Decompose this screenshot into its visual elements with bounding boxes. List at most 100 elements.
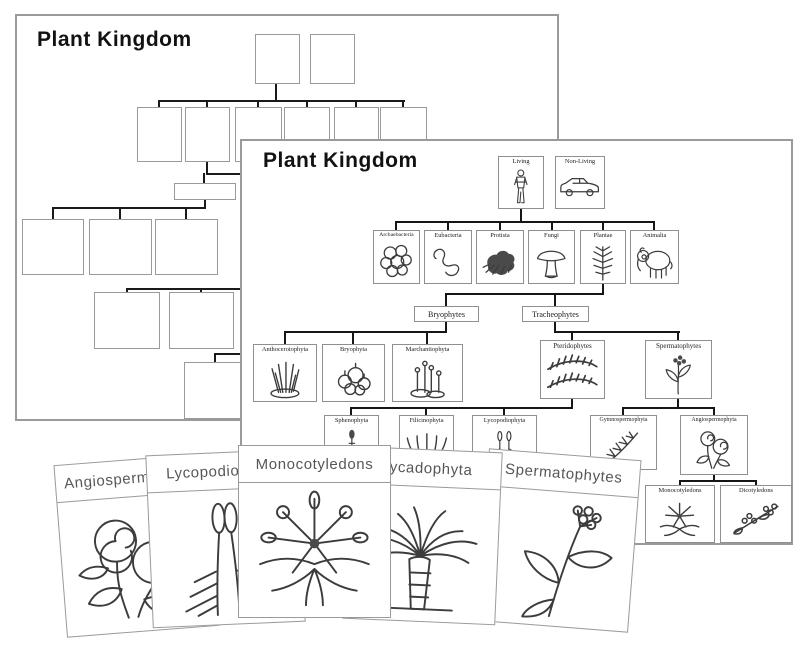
connector-line	[119, 207, 121, 219]
hornwort-icon	[254, 355, 316, 401]
connector-line	[571, 331, 573, 340]
node-tracheophytes: Tracheophytes	[522, 306, 589, 322]
card-monocotyledons: Monocotyledons	[238, 445, 391, 618]
connector-line	[445, 322, 447, 331]
mushroom-icon	[529, 241, 574, 283]
node-dicotyledons-label: Dicotyledons	[738, 487, 774, 494]
connector-line	[554, 331, 680, 333]
connector-line	[622, 407, 715, 409]
connector-line	[551, 221, 553, 230]
dicot-branch-card-icon	[477, 486, 638, 631]
connector-line	[395, 221, 397, 230]
connector-line	[395, 221, 655, 223]
node-bryophyta-label: Bryophyta	[340, 346, 367, 353]
connector-line	[713, 475, 715, 480]
card-cycadophyta: Cycadophyta	[342, 445, 503, 626]
node-anthocerotophyta: Anthocerotophyta	[253, 344, 317, 402]
spiral-bacterium-icon	[425, 241, 471, 283]
flowering-plant-icon	[646, 352, 711, 399]
fern-icon	[581, 241, 625, 283]
dicot-flowers-icon	[721, 496, 791, 542]
node-pteridophytes-label: Pteridophytes	[553, 342, 592, 350]
node-pteridophytes: Pteridophytes	[540, 340, 605, 399]
connector-line	[204, 200, 206, 207]
connector-line	[755, 480, 757, 485]
connector-line	[571, 399, 573, 407]
connector-line	[679, 480, 681, 485]
connector-line	[214, 353, 247, 355]
node-eubacteria-label: Eubacteria	[434, 232, 462, 239]
blank-box	[89, 219, 152, 275]
blank-box	[310, 34, 355, 84]
node-gymnospermophyta-label: Gymnospermophyta	[599, 417, 648, 423]
connector-line	[520, 209, 522, 221]
connector-line	[713, 407, 715, 415]
node-angiospermophyta-label: Angiospermophyta	[691, 417, 737, 423]
node-bryophytes-label: Bryophytes	[428, 309, 465, 319]
connector-line	[52, 207, 206, 209]
connector-line	[200, 288, 202, 294]
person-icon	[499, 167, 543, 208]
node-anthocerotophyta-label: Anthocerotophyta	[261, 346, 309, 353]
connector-line	[402, 100, 404, 107]
node-animalia: Animalia	[630, 230, 679, 284]
connector-line	[622, 407, 624, 415]
blank-box	[137, 107, 182, 162]
node-archaebacteria-label: Archaebacteria	[379, 232, 414, 238]
blank-box	[184, 362, 246, 419]
connector-line	[206, 162, 208, 173]
connector-line	[203, 173, 205, 183]
node-archaebacteria: Archaebacteria	[373, 230, 420, 284]
moss-icon	[323, 355, 384, 401]
blank-box	[155, 219, 218, 275]
connector-line	[425, 407, 427, 415]
connector-line	[653, 221, 655, 230]
node-non-living-label: Non-Living	[564, 158, 596, 165]
connector-line	[158, 100, 160, 107]
connector-line	[206, 100, 208, 107]
card-spermatophytes: Spermatophytes	[475, 448, 642, 633]
connector-line	[275, 84, 277, 100]
connector-line	[350, 407, 573, 409]
connector-line	[284, 331, 286, 344]
blank-box	[255, 34, 300, 84]
card-title: Monocotyledons	[239, 446, 390, 483]
node-marchantiophyta: Marchantiophyta	[392, 344, 463, 402]
node-spermatophytes-label: Spermatophytes	[655, 342, 702, 350]
connector-line	[352, 331, 354, 344]
node-non-living: Non-Living	[555, 156, 605, 209]
connector-line	[677, 331, 679, 340]
node-angiospermophyta: Angiospermophyta	[680, 415, 748, 475]
node-dicotyledons: Dicotyledons	[720, 485, 792, 543]
roses-icon	[681, 425, 747, 474]
algae-clump-icon	[477, 241, 523, 283]
node-monocotyledons: Monocotyledons	[645, 485, 715, 543]
car-icon	[556, 167, 604, 208]
node-fungi: Fungi	[528, 230, 575, 284]
connector-line	[602, 284, 604, 293]
node-plantae-label: Plantae	[593, 232, 613, 239]
node-filicinophyta-label: Filicinophyta	[409, 417, 444, 424]
blank-box	[22, 219, 84, 275]
node-protista: Protista	[476, 230, 524, 284]
connector-line	[602, 221, 604, 230]
node-fungi-label: Fungi	[544, 232, 559, 239]
node-living: Living	[498, 156, 544, 209]
node-monocotyledons-label: Monocotyledons	[658, 487, 702, 494]
connector-line	[158, 100, 405, 102]
connector-line	[445, 293, 447, 306]
connector-line	[126, 288, 128, 294]
connector-line	[350, 407, 352, 415]
connector-line	[445, 293, 604, 295]
node-spermatophytes: Spermatophytes	[645, 340, 712, 399]
node-animalia-label: Animalia	[642, 232, 667, 239]
connector-line	[257, 100, 259, 107]
cell-cluster-icon	[374, 240, 419, 283]
elephant-icon	[631, 241, 678, 283]
node-marchantiophyta-label: Marchantiophyta	[405, 346, 450, 353]
node-living-label: Living	[512, 158, 530, 165]
fern-fronds-icon	[541, 352, 604, 399]
node-plantae: Plantae	[580, 230, 626, 284]
blank-box	[169, 292, 234, 349]
node-protista-label: Protista	[490, 232, 510, 239]
